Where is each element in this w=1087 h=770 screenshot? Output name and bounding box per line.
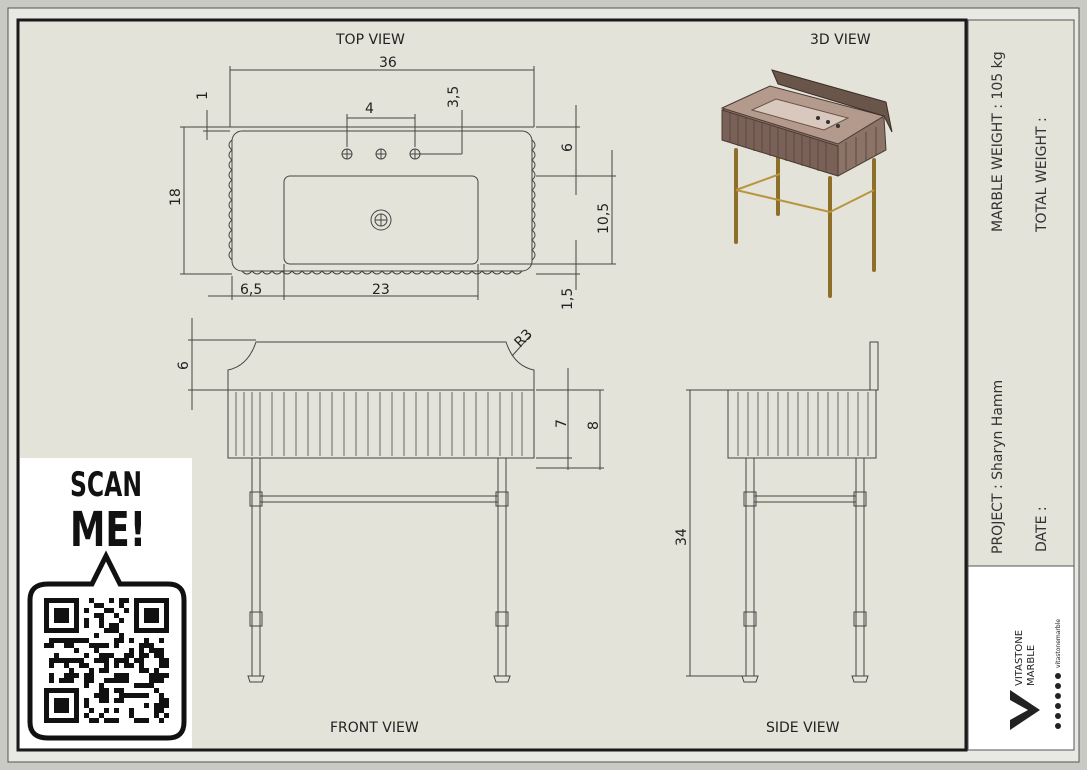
dim-backsplash: 6 (176, 361, 192, 370)
front-view (188, 318, 604, 683)
scan-text[interactable]: SCAN (70, 465, 142, 505)
total-weight: TOTAL WEIGHT : (1034, 117, 1050, 233)
brand-line2: MARBLE (1026, 645, 1037, 686)
brand-logo: VITASTONE MARBLE vitastonemarble (1010, 619, 1062, 730)
project: PROJECT : Sharyn Hamm (990, 380, 1006, 554)
dim-apron-total: 8 (586, 421, 602, 430)
top-view-label: TOP VIEW (335, 32, 405, 48)
iso-vanity (720, 69, 893, 298)
dim-basin-depth: 10,5 (596, 203, 612, 234)
dim-left-offset: 6,5 (240, 282, 262, 298)
dim-basin-top: 6 (560, 143, 576, 152)
side-view (686, 341, 879, 683)
iso-view-label: 3D VIEW (810, 32, 871, 48)
dim-height: 34 (674, 528, 690, 546)
dim-basin-width: 23 (372, 282, 390, 298)
qr-code[interactable] (44, 598, 169, 723)
side-view-label: SIDE VIEW (766, 720, 840, 736)
me-text[interactable]: ME! (70, 502, 146, 558)
dim-faucet-offset: 3,5 (446, 86, 462, 108)
dim-depth-total: 18 (168, 188, 184, 206)
dim-top-width: 36 (379, 55, 397, 71)
brand-handle: vitastonemarble (1055, 619, 1062, 668)
dim-rim-top: 1 (195, 91, 211, 100)
top-view: TOP VIEW (180, 32, 616, 300)
date: DATE : (1034, 506, 1050, 552)
dim-faucet-spacing: 4 (365, 101, 374, 117)
dim-front-gap: 1,5 (560, 288, 576, 310)
brand-line1: VITASTONE (1014, 630, 1025, 686)
dim-apron: 7 (554, 419, 570, 428)
marble-weight: MARBLE WEIGHT : 105 kg (990, 51, 1006, 232)
front-view-label: FRONT VIEW (330, 720, 419, 736)
